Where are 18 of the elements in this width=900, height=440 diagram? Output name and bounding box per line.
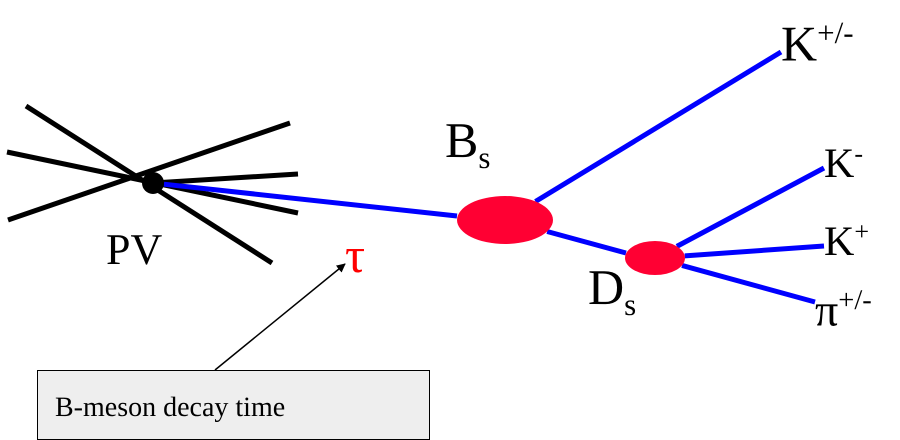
- decay-vertex-ellipse: [625, 241, 685, 275]
- particle-track: [534, 50, 782, 204]
- particle-track: [684, 244, 824, 258]
- particle-label: π$^{+/-}$: [815, 274, 899, 328]
- particle-label: B$_{s}$: [445, 115, 490, 173]
- particle-track: [676, 166, 826, 249]
- particle-label: PV: [106, 228, 162, 272]
- arrow: [214, 263, 346, 371]
- particle-label: K$^{-}$: [824, 130, 884, 178]
- particle-label: K$^{+}$: [824, 208, 884, 256]
- particle-track: [681, 263, 816, 304]
- annotation-text: B-meson decay time: [37, 370, 430, 440]
- vertex-dot: [142, 172, 164, 194]
- particle-label: K$^{+/-}$: [781, 4, 899, 62]
- lifetime-symbol: τ: [345, 228, 385, 282]
- particle-track: [164, 182, 458, 218]
- particle-track: [546, 229, 627, 256]
- particle-label: D$_{s}$: [588, 262, 636, 320]
